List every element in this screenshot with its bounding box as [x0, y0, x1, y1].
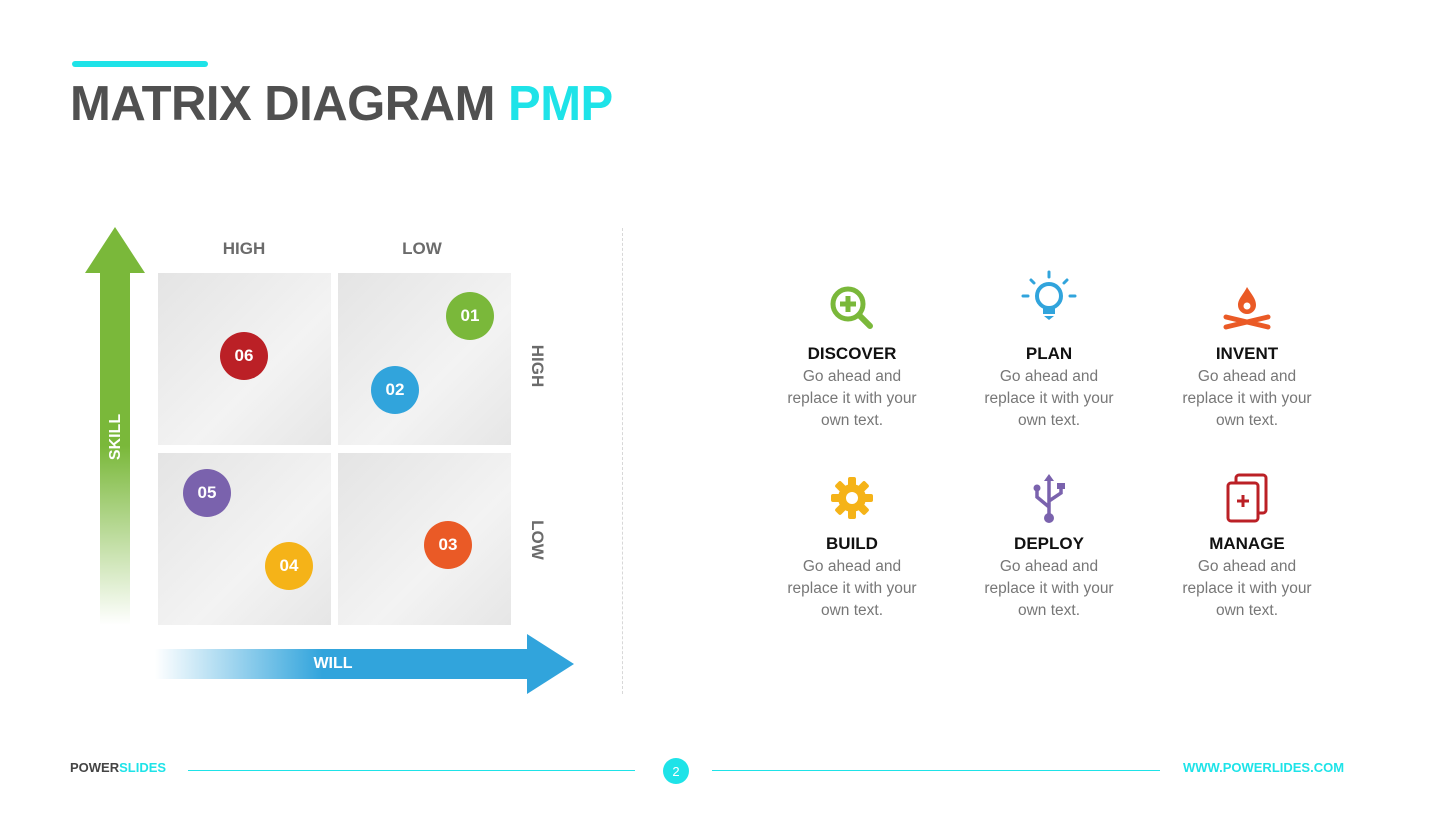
item-text: replace it with your	[1182, 390, 1312, 407]
col-label-high: HIGH	[222, 239, 266, 258]
item-text: own text.	[1017, 602, 1081, 619]
item-text: Go ahead and	[802, 368, 902, 385]
item-build: BUILD Go ahead and replace it with your ow…	[752, 470, 952, 622]
point-06: 06	[220, 332, 268, 380]
footer-line-left	[188, 770, 635, 771]
item-text: Go ahead and	[999, 558, 1099, 575]
footer-url[interactable]: WWW.POWERLIDES.COM	[1183, 760, 1345, 775]
footer-brand: POWERSLIDES	[70, 760, 166, 775]
documents-plus-icon	[1147, 470, 1347, 526]
will-arrow	[155, 634, 574, 694]
gear-icon	[752, 470, 952, 526]
usb-icon	[949, 470, 1149, 526]
title-main: MATRIX DIAGRAM	[70, 77, 495, 131]
point-02: 02	[371, 366, 419, 414]
item-invent: INVENT Go ahead and replace it with your o…	[1147, 280, 1347, 432]
point-05: 05	[183, 469, 231, 517]
item-title: DEPLOY	[1014, 534, 1084, 553]
y-axis-label: SKILL	[107, 413, 124, 461]
item-text: replace it with your	[1182, 580, 1312, 597]
item-title: DISCOVER	[807, 344, 897, 363]
x-axis-label: WILL	[313, 655, 353, 672]
item-text: Go ahead and	[1197, 368, 1297, 385]
brand-power: POWER	[70, 760, 120, 775]
item-text: own text.	[820, 412, 884, 429]
item-text: own text.	[1215, 412, 1279, 429]
item-text: replace it with your	[984, 580, 1114, 597]
lightbulb-icon	[949, 270, 1149, 336]
item-text: replace it with your	[984, 390, 1114, 407]
title-accent-bar	[72, 61, 208, 67]
title-accent: PMP	[508, 77, 613, 131]
item-title: PLAN	[1025, 344, 1073, 363]
item-title: INVENT	[1215, 344, 1279, 363]
item-text: Go ahead and	[1197, 558, 1297, 575]
col-label-low: LOW	[402, 239, 442, 258]
item-text: own text.	[820, 602, 884, 619]
item-title: MANAGE	[1209, 534, 1285, 553]
point-04: 04	[265, 542, 313, 590]
item-text: own text.	[1215, 602, 1279, 619]
item-text: replace it with your	[787, 580, 917, 597]
item-discover: DISCOVER Go ahead and replace it with you…	[752, 280, 952, 432]
footer-line-right	[712, 770, 1160, 771]
row-label-low: LOW	[528, 520, 547, 560]
item-text: Go ahead and	[999, 368, 1099, 385]
item-plan: PLAN Go ahead and replace it with your own…	[949, 270, 1149, 432]
page-number: 2	[663, 758, 689, 784]
divider	[622, 228, 623, 694]
item-text: own text.	[1017, 412, 1081, 429]
skill-arrow	[85, 227, 145, 625]
quadrant-high-low	[158, 453, 331, 625]
item-deploy: DEPLOY Go ahead and replace it with your o…	[949, 470, 1149, 622]
item-manage: MANAGE Go ahead and replace it with your o…	[1147, 470, 1347, 622]
page-title: MATRIX DIAGRAM PMP	[70, 76, 613, 132]
item-text: Go ahead and	[802, 558, 902, 575]
item-title: BUILD	[826, 534, 878, 553]
magnifier-plus-icon	[752, 280, 952, 336]
point-01: 01	[446, 292, 494, 340]
brand-slides: SLIDES	[119, 760, 167, 775]
item-text: replace it with your	[787, 390, 917, 407]
campfire-icon	[1147, 280, 1347, 336]
row-label-high: HIGH	[528, 344, 547, 388]
point-03: 03	[424, 521, 472, 569]
